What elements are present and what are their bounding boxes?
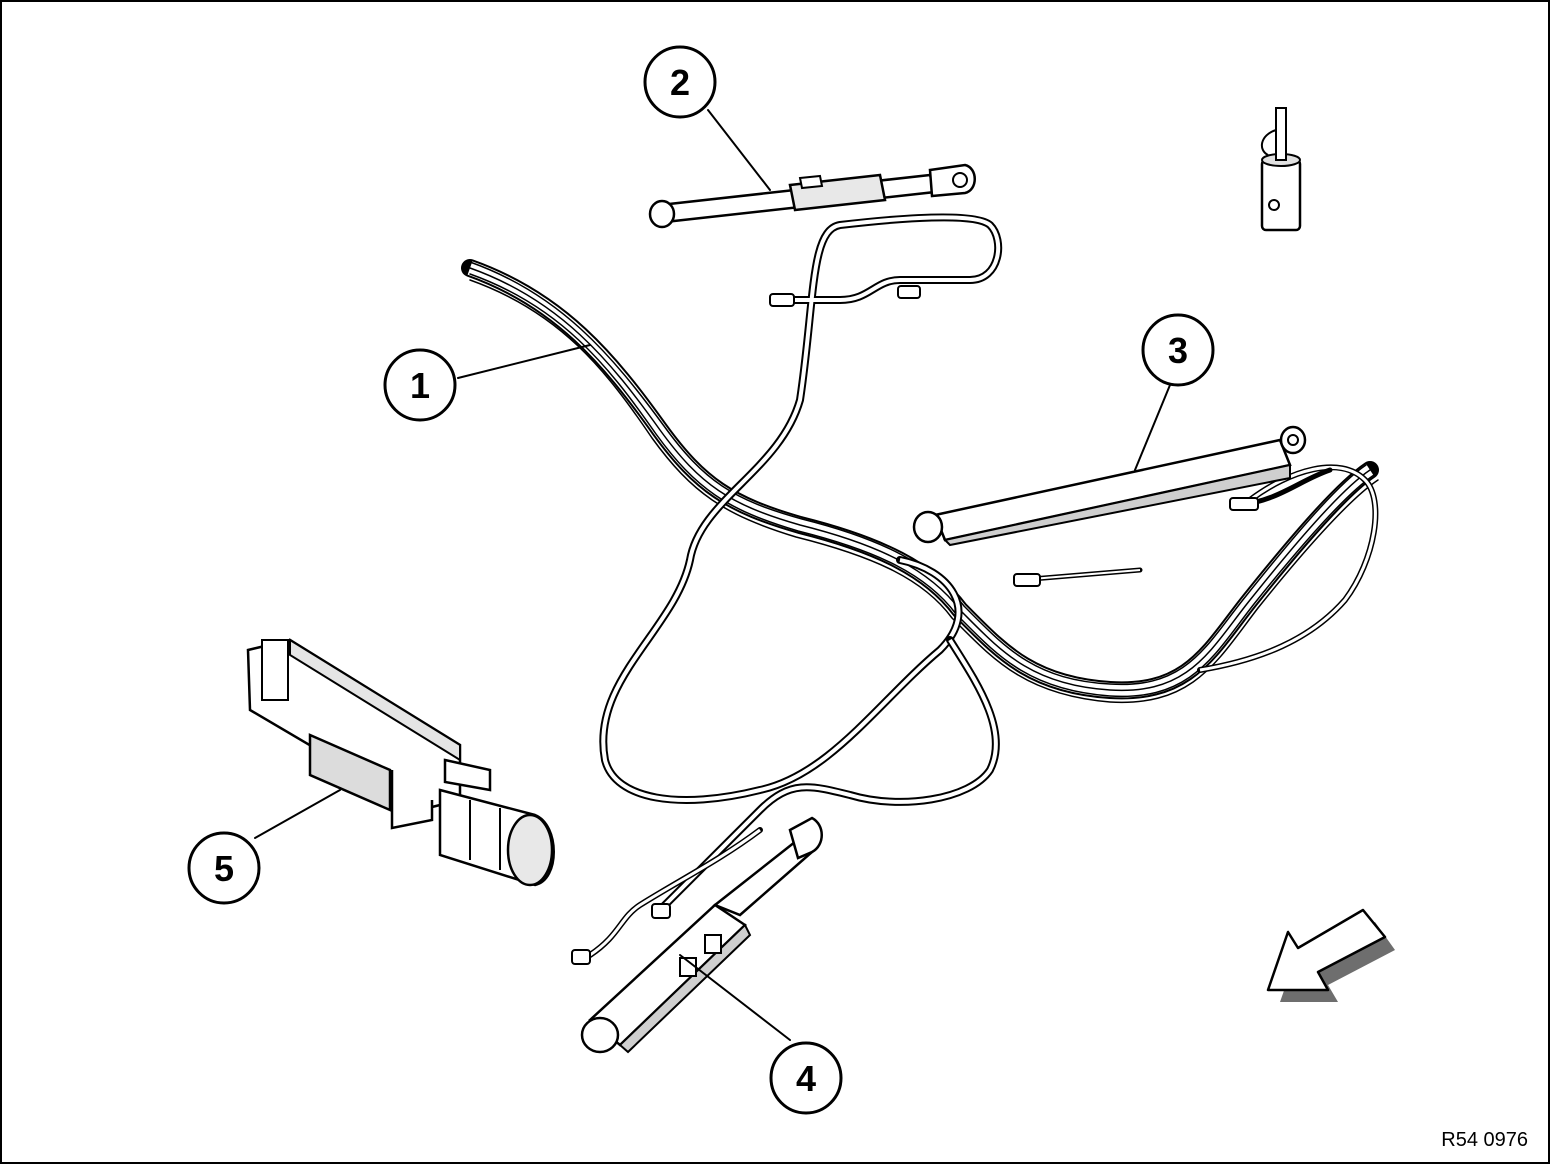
hydraulic-lines bbox=[571, 213, 1333, 965]
callout-label-2: 2 bbox=[670, 62, 690, 103]
hydraulic-cylinder-3 bbox=[912, 425, 1307, 547]
callout-label-3: 3 bbox=[1168, 330, 1188, 371]
callout-3: 3 bbox=[1141, 313, 1215, 387]
hydraulic-cylinder-2 bbox=[648, 163, 976, 229]
hydraulic-cylinder-4 bbox=[580, 816, 823, 1054]
callout-5: 5 bbox=[187, 831, 261, 905]
callout-2: 2 bbox=[643, 45, 717, 119]
callout-label-5: 5 bbox=[214, 848, 234, 889]
callout-1: 1 bbox=[383, 348, 457, 422]
direction-arrow-icon bbox=[1266, 908, 1395, 1002]
hydraulic-pump-5 bbox=[246, 638, 555, 887]
callout-label-4: 4 bbox=[796, 1058, 816, 1099]
callout-label-1: 1 bbox=[410, 365, 430, 406]
callout-4: 4 bbox=[769, 1041, 843, 1115]
fitting-part bbox=[1260, 107, 1302, 232]
leader-lines bbox=[254, 109, 1171, 1041]
reference-code: R54 0976 bbox=[1441, 1129, 1528, 1151]
